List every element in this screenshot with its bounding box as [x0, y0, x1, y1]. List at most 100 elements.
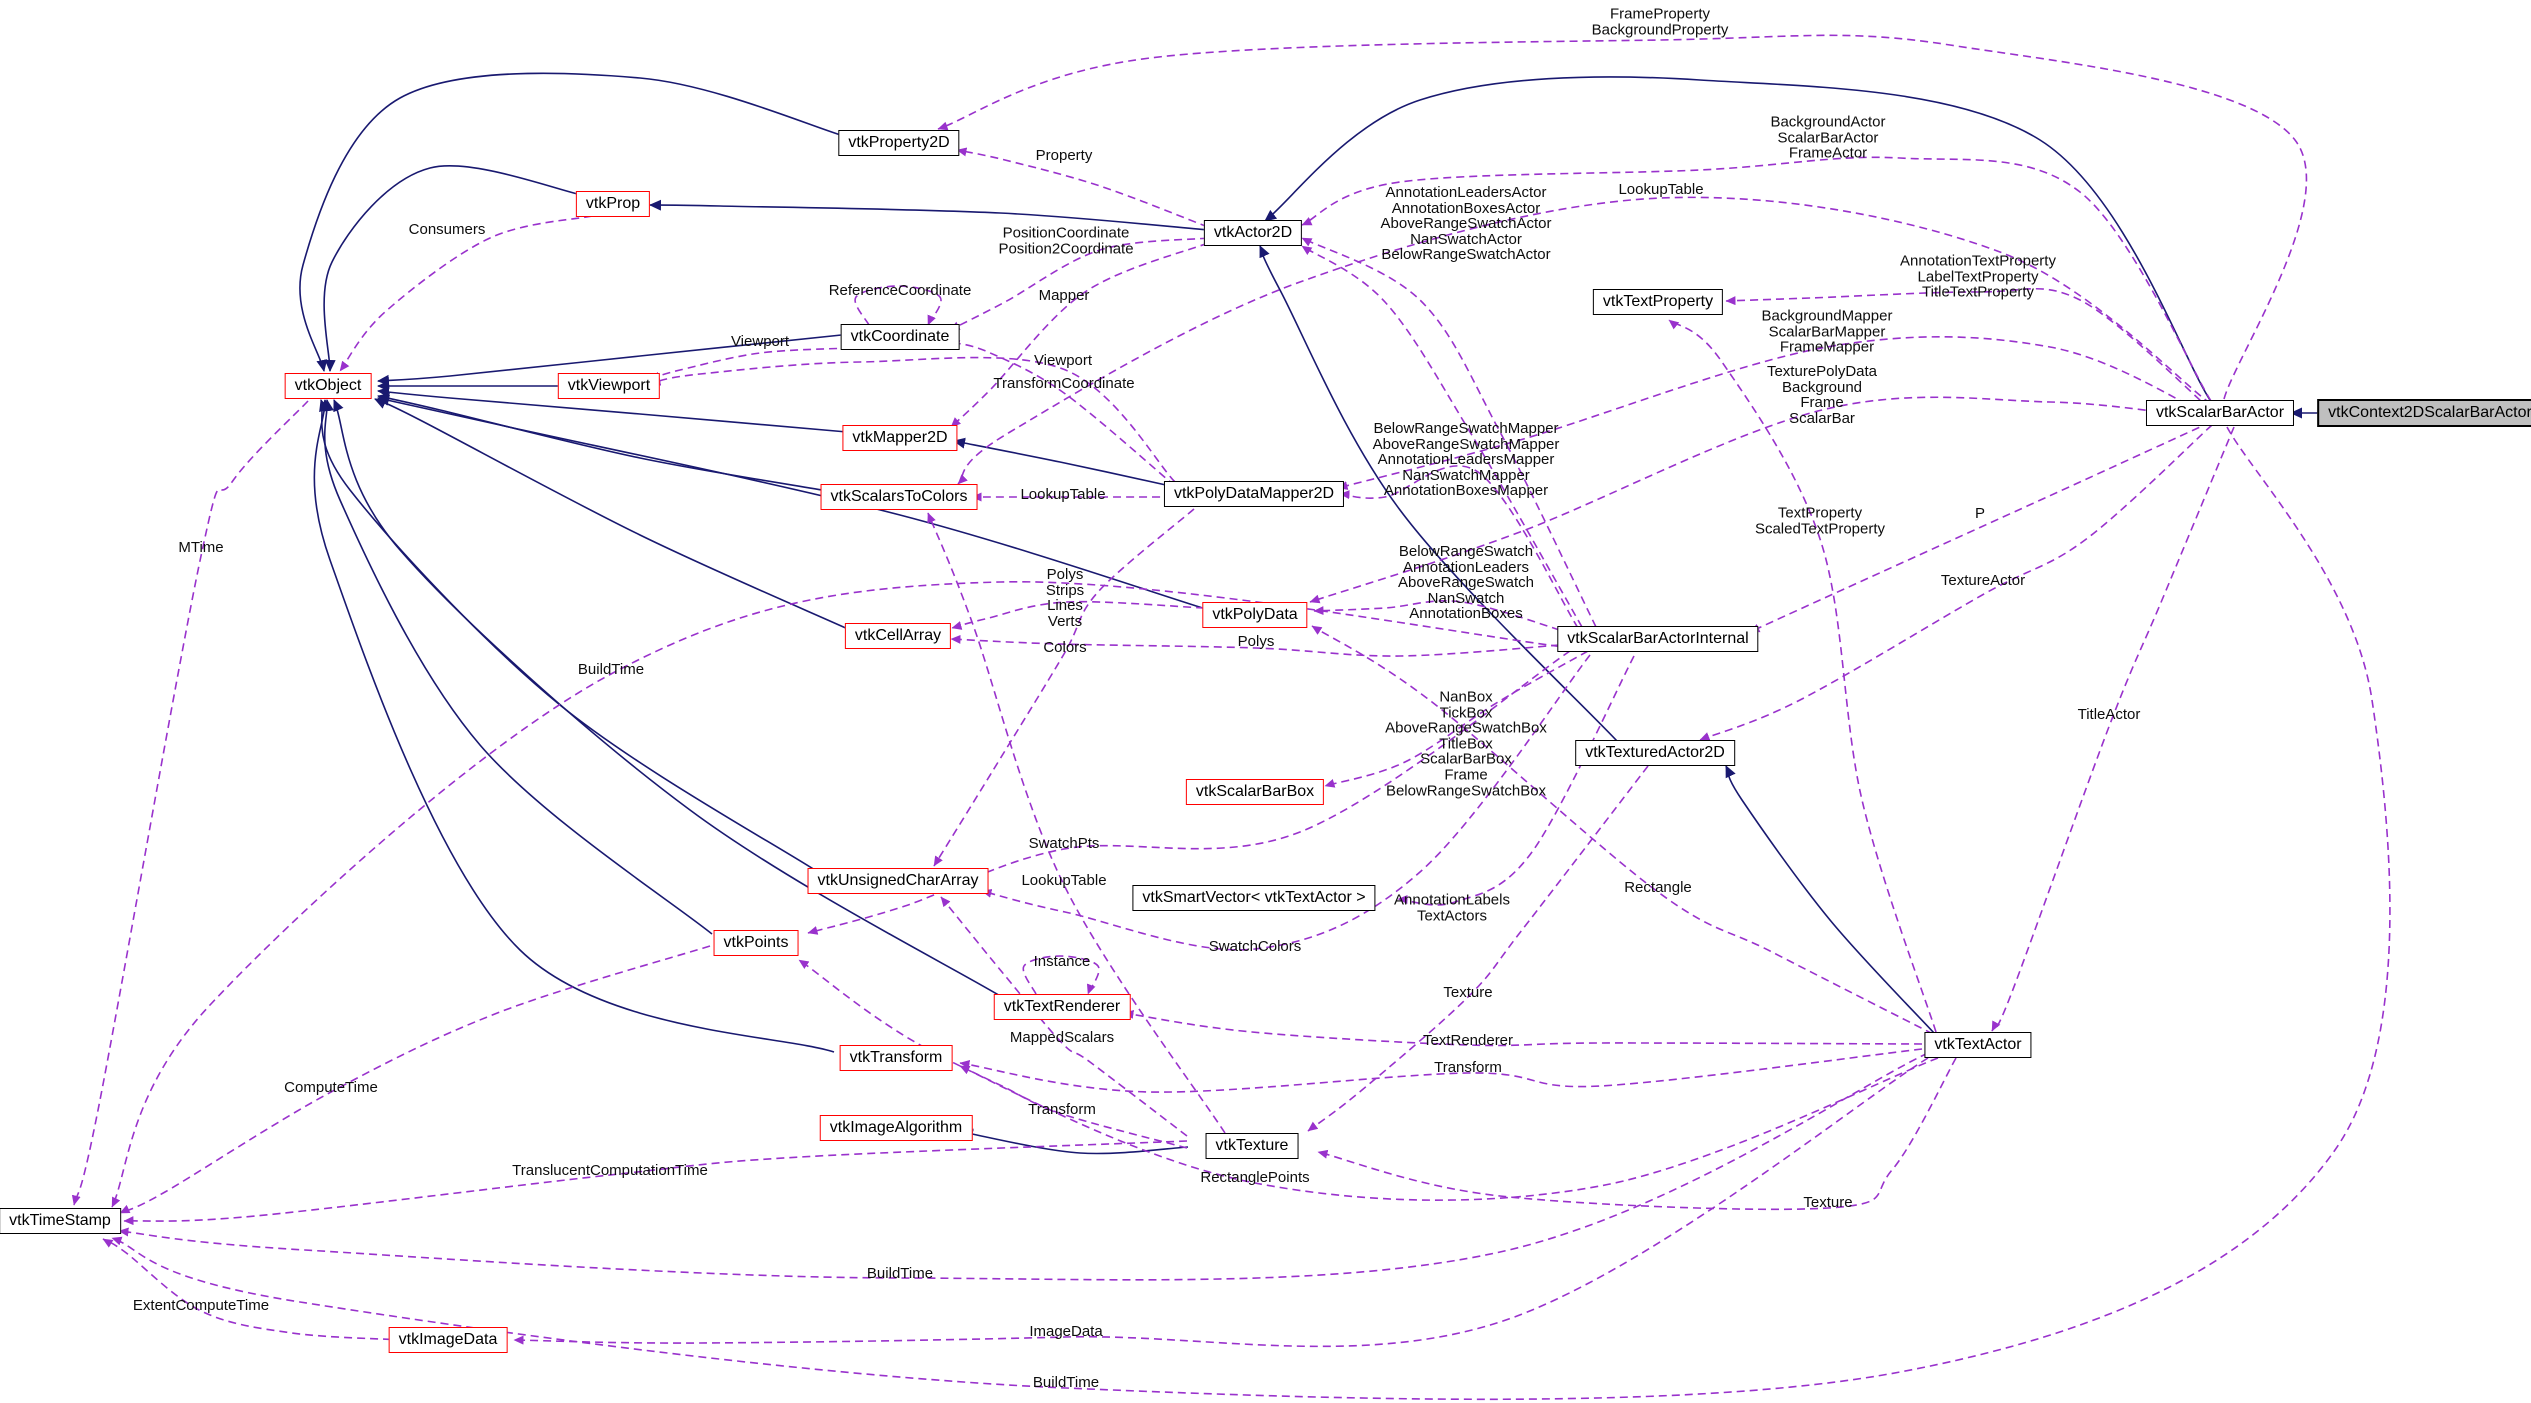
class-node-vtkContext2DScalarBarActor[interactable]: vtkContext2DScalarBarActor	[2317, 399, 2531, 427]
class-node-vtkScalarBarActor[interactable]: vtkScalarBarActor	[2145, 400, 2295, 426]
class-node-vtkScalarsToColors[interactable]: vtkScalarsToColors	[820, 484, 978, 510]
edge-vtkTexture-to-vtkTimeStamp-uses	[123, 1140, 1188, 1226]
edge-label-ReferenceCoordinate: ReferenceCoordinate	[828, 282, 972, 300]
edge-label-Consumers: Consumers	[408, 221, 486, 239]
edge-vtkTextActor-to-vtkTexture-uses	[1317, 1057, 1957, 1211]
edge-vtkPolyData-to-vtkCellArray-uses	[951, 600, 1205, 630]
class-node-vtkProp[interactable]: vtkProp	[575, 191, 651, 217]
edge-vtkActor2D-to-vtkMapper2D-uses	[950, 242, 1209, 428]
edge-label-BuildTime: BuildTime	[866, 1265, 934, 1283]
edge-vtkScalarBarActorInternal-to-vtkTimeStamp-uses	[111, 580, 1573, 1208]
edge-vtkScalarBarActorInternal-to-vtkPoints-uses	[807, 650, 1571, 935]
edge-vtkScalarBarActor-to-vtkTextActor-uses	[1991, 426, 2235, 1032]
edge-vtkProp-to-vtkObject-inheritance	[323, 165, 587, 372]
edge-vtkTexture-to-vtkImageAlgorithm-inheritance	[961, 1128, 1189, 1155]
class-node-vtkObject[interactable]: vtkObject	[284, 373, 372, 399]
edge-vtkTextActor-to-vtkTextRenderer-uses	[1123, 1009, 1923, 1047]
edge-label-RectanglePoints: RectanglePoints	[1200, 1169, 1310, 1187]
edge-vtkObject-to-vtkTimeStamp-uses	[71, 400, 309, 1206]
edge-label-BelowRangeSwatchMapper: BelowRangeSwatchMapper AboveRangeSwatchM…	[1372, 420, 1560, 500]
class-node-vtkTextRenderer[interactable]: vtkTextRenderer	[993, 994, 1131, 1020]
edge-label-TextProperty: TextProperty ScaledTextProperty	[1754, 504, 1886, 537]
edge-vtkProp-to-vtkObject-uses	[339, 215, 593, 372]
class-node-vtkScalarBarBox[interactable]: vtkScalarBarBox	[1185, 779, 1325, 805]
edge-vtkPolyDataMapper2D-to-vtkUnsignedCharArray-uses	[933, 508, 1195, 867]
edge-label-Property: Property	[1035, 147, 1093, 165]
edge-label-Colors: Colors	[1043, 639, 1087, 657]
edge-label-BackgroundMapper: BackgroundMapper ScalarBarMapper FrameMa…	[1761, 307, 1893, 356]
class-node-vtkPolyDataMapper2D[interactable]: vtkPolyDataMapper2D	[1163, 481, 1345, 507]
class-node-vtkActor2D[interactable]: vtkActor2D	[1203, 220, 1303, 246]
edge-vtkTextActor-to-vtkImageData-uses	[513, 1057, 1929, 1348]
edge-label-Texture: Texture	[1803, 1194, 1853, 1212]
edge-vtkCoordinate-to-vtkObject-inheritance	[377, 333, 852, 386]
edge-vtkPolyDataMapper2D-to-vtkViewport-uses	[650, 356, 1176, 483]
class-node-vtkCellArray[interactable]: vtkCellArray	[844, 623, 952, 649]
edge-vtkTexture-to-vtkScalarsToColors-uses	[927, 512, 1226, 1134]
edge-vtkTextActor-to-vtkTexturedActor2D-inheritance	[1725, 765, 1935, 1034]
edge-vtkTextActor-to-vtkTransform-uses	[959, 1048, 1923, 1093]
class-node-vtkImageData[interactable]: vtkImageData	[388, 1327, 508, 1353]
edge-vtkTextActor-to-vtkTimeStamp-uses	[118, 1052, 1929, 1281]
edge-label-ImageData: ImageData	[1029, 1323, 1103, 1341]
edge-vtkScalarBarActorInternal-to-vtkActor2D-uses	[1301, 245, 1583, 628]
edge-label-TexturePolyData: TexturePolyData Background Frame ScalarB…	[1766, 362, 1878, 427]
edge-vtkProperty2D-to-vtkObject-inheritance	[299, 72, 848, 372]
edge-label-MTime: MTime	[178, 539, 224, 557]
edge-vtkScalarsToColors-to-vtkObject-inheritance	[377, 393, 829, 492]
edge-label-LookupTable: LookupTable	[1020, 486, 1106, 504]
edge-vtkScalarBarActor-to-vtkActor2D-uses	[1301, 156, 2212, 402]
edge-vtkTextActor-to-vtkPoints-uses	[798, 959, 1939, 1201]
class-node-vtkTextActor[interactable]: vtkTextActor	[1924, 1032, 2032, 1058]
edge-label-PositionCoordinate: PositionCoordinate Position2Coordinate	[998, 224, 1134, 257]
class-node-vtkMapper2D[interactable]: vtkMapper2D	[842, 425, 958, 451]
edge-vtkScalarBarActor-to-vtkTextProperty-uses	[1725, 287, 2211, 410]
edge-vtkPolyDataMapper2D-to-vtkCoordinate-uses	[949, 340, 1176, 487]
class-node-vtkImageAlgorithm[interactable]: vtkImageAlgorithm	[819, 1115, 973, 1141]
edge-label-AnnotationTextProperty: AnnotationTextProperty LabelTextProperty…	[1900, 252, 2056, 301]
class-node-vtkScalarBarActorInternal[interactable]: vtkScalarBarActorInternal	[1557, 626, 1759, 652]
edge-vtkScalarBarActor-to-vtkScalarBarActorInternal-uses	[1749, 421, 2212, 633]
edge-label-BackgroundActor: BackgroundActor ScalarBarActor FrameActo…	[1770, 113, 1886, 162]
edge-label-Polys: Polys	[1237, 633, 1275, 651]
class-node-vtkTexture[interactable]: vtkTexture	[1205, 1133, 1299, 1159]
edge-vtkPolyData-to-vtkObject-inheritance	[377, 395, 1207, 610]
edge-vtkMapper2D-to-vtkObject-inheritance	[377, 386, 848, 433]
edge-label-MappedScalars: MappedScalars	[1009, 1029, 1115, 1047]
edge-vtkScalarBarActorInternal-to-vtkUnsignedCharArray-uses	[981, 654, 1591, 951]
edge-vtkPolyDataMapper2D-to-vtkMapper2D-inheritance	[953, 437, 1176, 488]
edge-label-SwatchColors: SwatchColors	[1208, 938, 1302, 956]
class-node-vtkTextProperty[interactable]: vtkTextProperty	[1592, 289, 1724, 315]
edge-vtkTexturedActor2D-to-vtkActor2D-inheritance	[1259, 245, 1618, 742]
class-node-vtkSmartVector[interactable]: vtkSmartVector< vtkTextActor >	[1132, 885, 1376, 911]
edge-label-Transform: Transform	[1434, 1059, 1502, 1077]
edge-vtkTexture-to-vtkUnsignedCharArray-uses	[940, 896, 1188, 1137]
edge-vtkScalarBarActorInternal-to-vtkScalarBarBox-uses	[1324, 650, 1589, 788]
edge-vtkTexture-to-vtkTransform-uses	[959, 1065, 1188, 1149]
edge-vtkPoints-to-vtkTimeStamp-uses	[119, 945, 711, 1214]
class-node-vtkPolyData[interactable]: vtkPolyData	[1202, 602, 1308, 628]
class-node-vtkUnsignedCharArray[interactable]: vtkUnsignedCharArray	[807, 868, 989, 894]
edge-vtkTextActor-to-vtkPolyData-uses	[1311, 625, 1934, 1035]
edge-label-TextureActor: TextureActor	[1940, 572, 2026, 590]
edge-label-Viewport: Viewport	[1033, 352, 1093, 370]
edge-label-Transform: Transform	[1028, 1101, 1096, 1119]
edge-vtkScalarBarActorInternal-to-vtkActor2D-uses	[1301, 237, 1597, 628]
edge-label-AnnotationLeadersActor: AnnotationLeadersActor AnnotationBoxesAc…	[1380, 184, 1552, 264]
class-node-vtkTexturedActor2D[interactable]: vtkTexturedActor2D	[1575, 740, 1735, 766]
class-node-vtkCoordinate[interactable]: vtkCoordinate	[840, 324, 960, 350]
class-node-vtkPoints[interactable]: vtkPoints	[713, 930, 799, 956]
edge-label-AnnotationLabels: AnnotationLabels TextActors	[1394, 891, 1510, 924]
edge-vtkTextActor-to-vtkTextProperty-uses	[1668, 319, 1937, 1033]
edge-vtkTextRenderer-to-vtkTextRenderer-uses	[1022, 955, 1100, 995]
class-node-vtkTimeStamp[interactable]: vtkTimeStamp	[0, 1208, 121, 1234]
class-node-vtkTransform[interactable]: vtkTransform	[839, 1045, 953, 1071]
edge-label-Viewport: Viewport	[730, 333, 790, 351]
class-node-vtkProperty2D[interactable]: vtkProperty2D	[838, 130, 960, 156]
edge-label-FrameProperty: FrameProperty BackgroundProperty	[1591, 5, 1729, 38]
edge-vtkTexturedActor2D-to-vtkTexture-uses	[1307, 765, 1649, 1132]
edge-vtkPoints-to-vtkObject-inheritance	[322, 399, 713, 935]
class-node-vtkViewport[interactable]: vtkViewport	[557, 373, 661, 399]
edge-vtkActor2D-to-vtkProperty2D-uses	[956, 147, 1209, 228]
